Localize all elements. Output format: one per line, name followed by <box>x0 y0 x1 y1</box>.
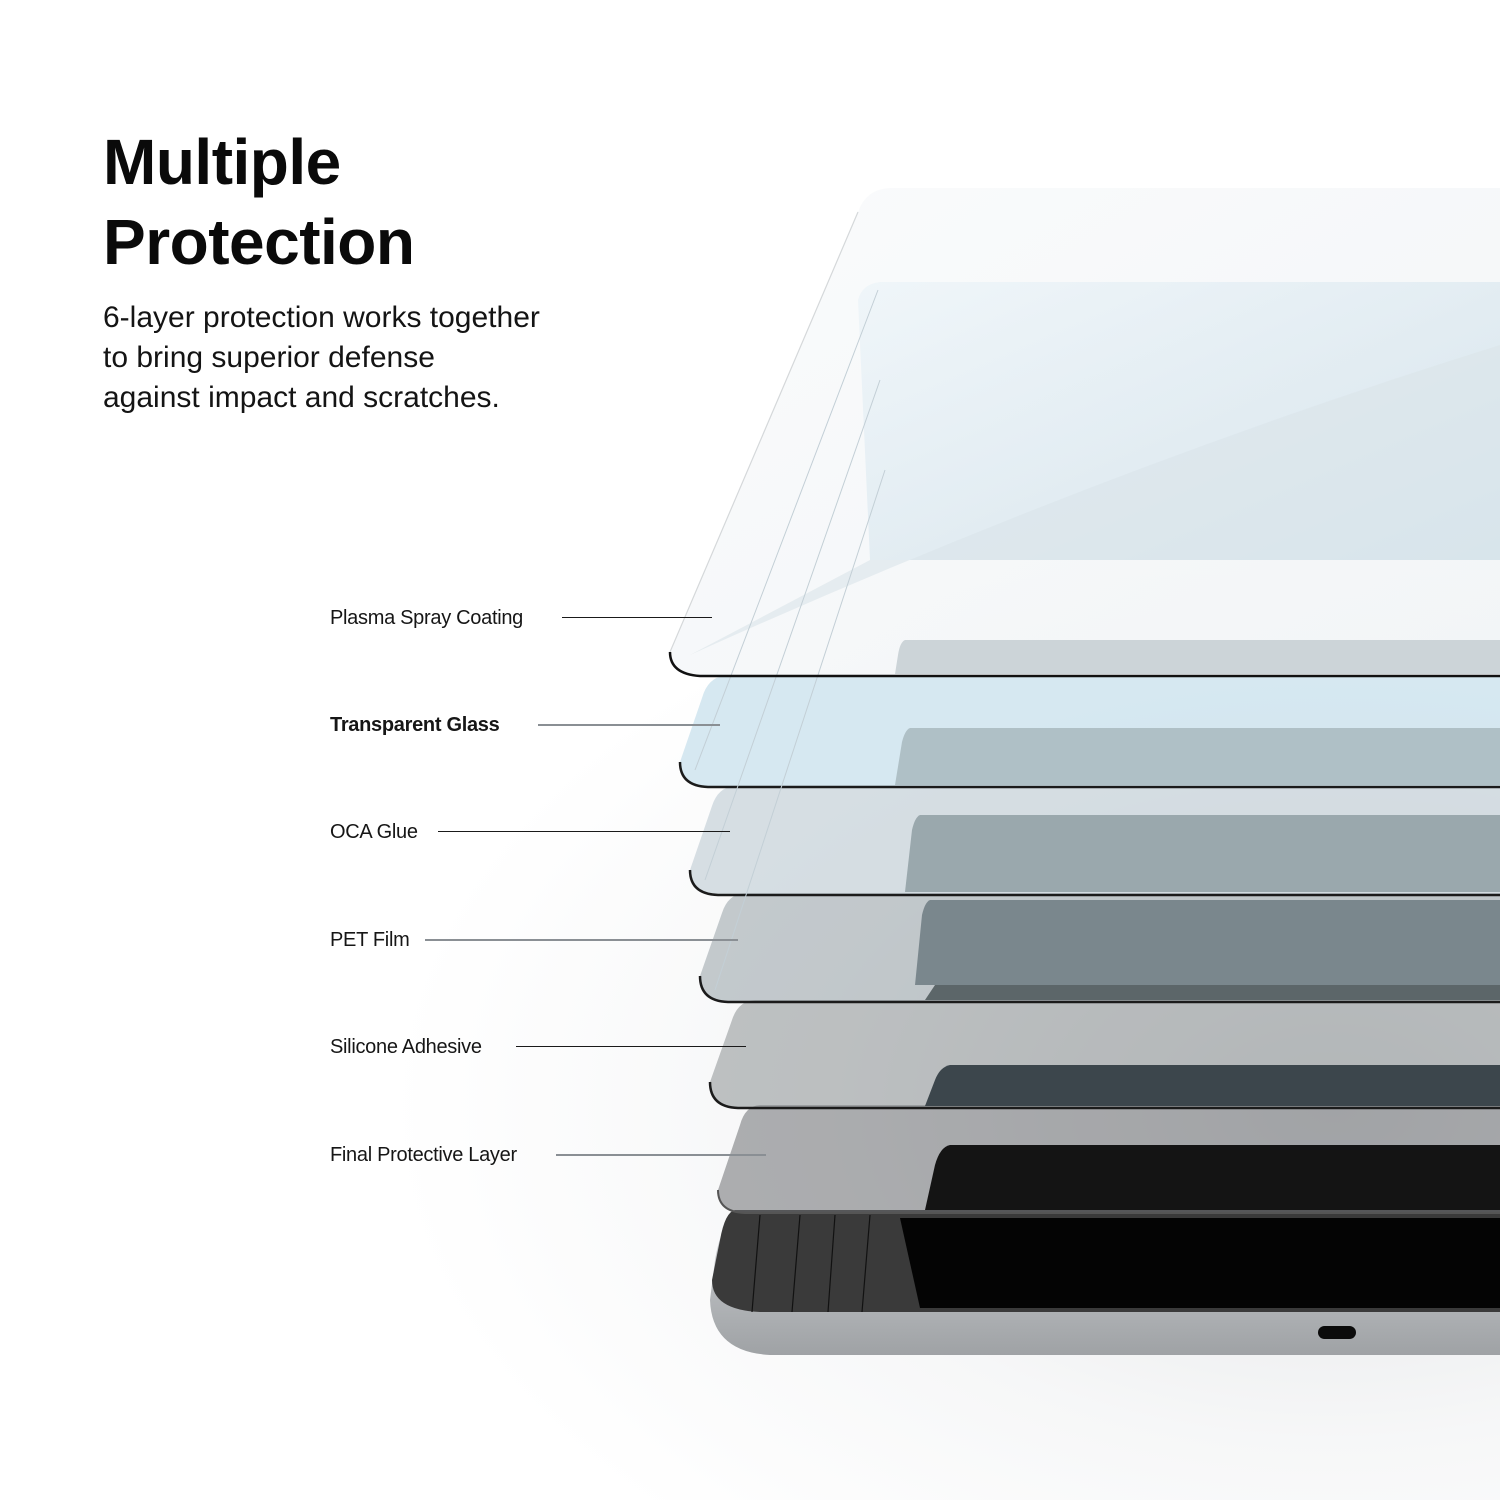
leader-line <box>438 831 730 832</box>
label-text: Plasma Spray Coating <box>330 607 523 629</box>
label-text: Silicone Adhesive <box>330 1036 482 1058</box>
plate-transparent-glass <box>678 676 1500 789</box>
subtitle-line-3: against impact and scratches. <box>103 381 500 414</box>
layer-label-pet-film: PET Film <box>330 925 738 955</box>
leader-line <box>538 724 720 726</box>
label-text: OCA Glue <box>330 821 418 843</box>
tablet-device <box>710 1210 1500 1355</box>
leader-line <box>425 939 738 941</box>
layer-label-plasma-spray-coating: Plasma Spray Coating <box>330 603 712 633</box>
page-subtitle: 6-layer protection works together to bri… <box>103 298 663 418</box>
label-text: Final Protective Layer <box>330 1144 517 1166</box>
page-title: Multiple Protection <box>103 122 415 282</box>
plate-oca-glue <box>688 786 1500 897</box>
plate-plasma-spray-coating <box>668 188 1500 991</box>
layer-label-oca-glue: OCA Glue <box>330 817 730 847</box>
leader-line <box>562 617 712 618</box>
plate-pet-film <box>698 893 1500 1004</box>
subtitle-line-2: to bring superior defense <box>103 341 435 374</box>
label-text: PET Film <box>330 929 410 951</box>
layer-label-transparent-glass: Transparent Glass <box>330 710 720 740</box>
label-text: Transparent Glass <box>330 714 500 736</box>
usb-c-port-icon <box>1318 1326 1356 1339</box>
layer-label-silicone-adhesive: Silicone Adhesive <box>330 1032 746 1062</box>
leader-line <box>516 1046 746 1047</box>
plate-final-protective-layer <box>717 1105 1500 1214</box>
layer-label-final-protective-layer: Final Protective Layer <box>330 1140 766 1170</box>
plate-silicone-adhesive <box>708 1000 1500 1110</box>
leader-line <box>556 1154 766 1156</box>
title-line-2: Protection <box>103 206 415 278</box>
subtitle-line-1: 6-layer protection works together <box>103 301 540 334</box>
title-line-1: Multiple <box>103 126 341 198</box>
